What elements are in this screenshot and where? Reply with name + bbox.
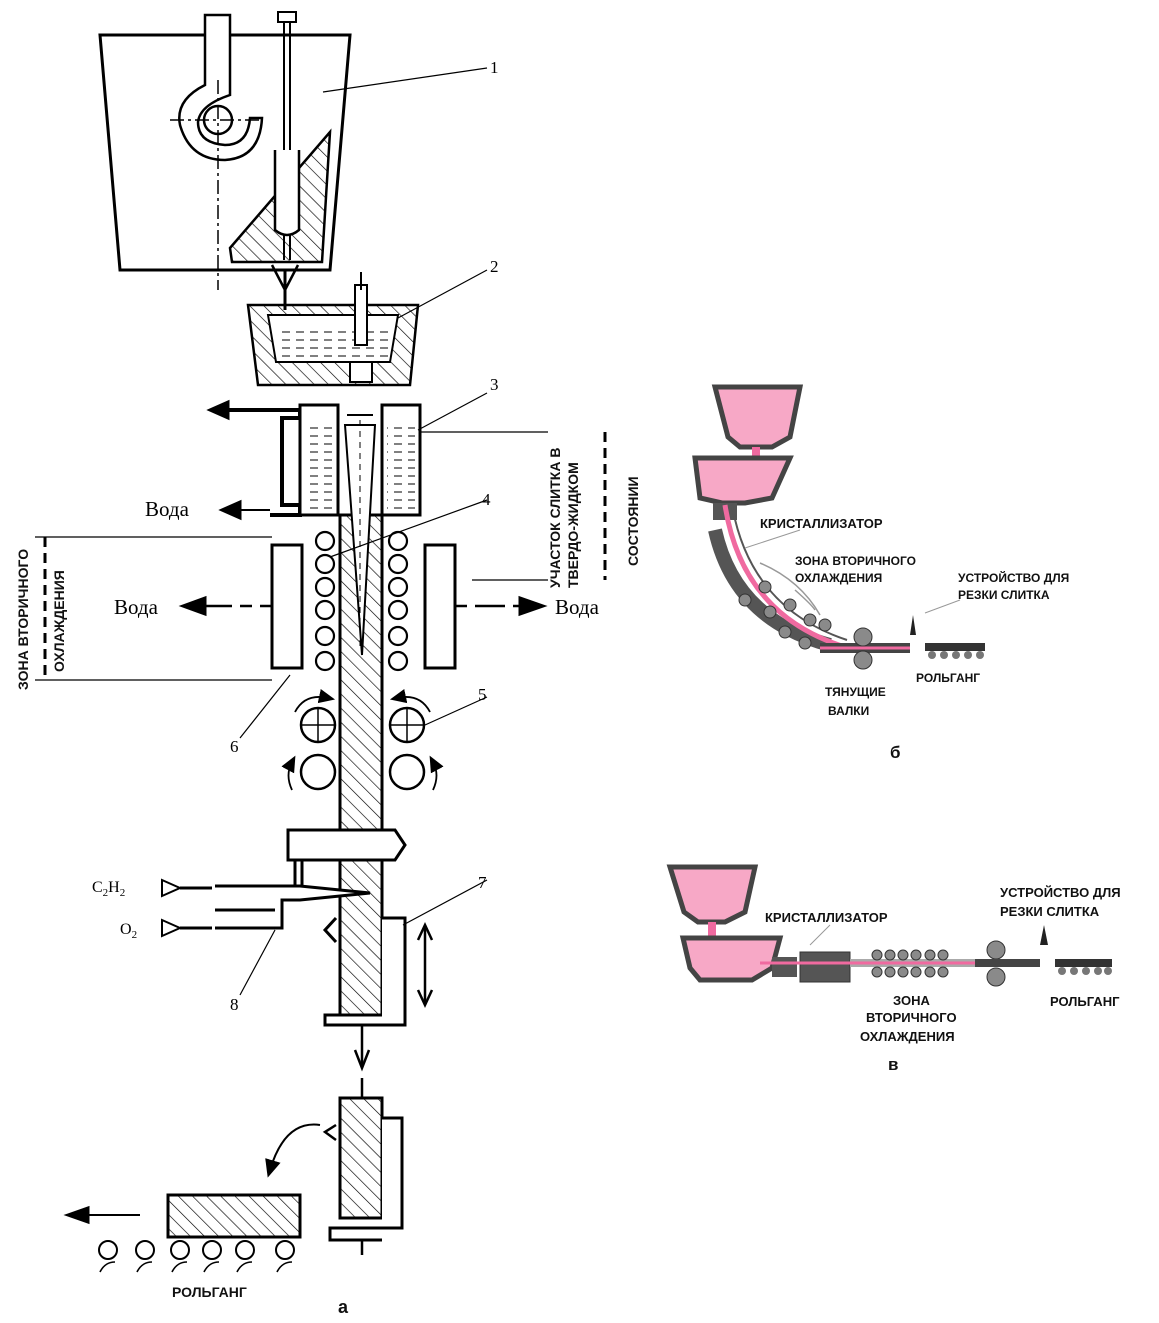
zone-c-line2: ВТОРИЧНОГО	[866, 1010, 957, 1025]
pull-rolls-line1: ТЯНУЩИЕ	[825, 685, 886, 699]
solid-liquid-vertical: УЧАСТОК СЛИТКА В ТВЕРДО-ЖИДКОМ СОСТОЯНИИ	[547, 448, 641, 588]
mold-label-c: КРИСТАЛЛИЗАТОР	[765, 910, 888, 925]
svg-text:ЗОНА ВТОРИЧНОГО: ЗОНА ВТОРИЧНОГО	[15, 549, 31, 690]
cutter-b-line2: РЕЗКИ СЛИТКА	[958, 588, 1050, 602]
label-2: 2	[490, 257, 499, 276]
zone-brackets	[35, 432, 607, 681]
svg-text:ТВЕРДО-ЖИДКОМ: ТВЕРДО-ЖИДКОМ	[565, 462, 581, 588]
zone-b-line1: ЗОНА ВТОРИЧНОГО	[795, 554, 916, 568]
diagram-b	[692, 384, 985, 670]
label-4: 4	[482, 490, 491, 509]
mold-label-b: КРИСТАЛЛИЗАТОР	[760, 516, 883, 531]
diagram-c-labels: КРИСТАЛЛИЗАТОР УСТРОЙСТВО ДЛЯ РЕЗКИ СЛИТ…	[765, 885, 1121, 1074]
cutter-c-line2: РЕЗКИ СЛИТКА	[1000, 904, 1100, 919]
cutter-b-line1: УСТРОЙСТВО ДЛЯ	[958, 570, 1069, 585]
diagram-b-labels: КРИСТАЛЛИЗАТОР ЗОНА ВТОРИЧНОГО ОХЛАЖДЕНИ…	[760, 516, 1069, 762]
acetylene-label: C2H2	[92, 879, 125, 899]
strand	[338, 414, 384, 832]
label-3: 3	[490, 375, 499, 394]
zone-c-line3: ОХЛАЖДЕНИЯ	[860, 1029, 955, 1044]
caption-c: в	[888, 1055, 898, 1074]
cutter-c-line1: УСТРОЙСТВО ДЛЯ	[1000, 885, 1121, 900]
roller-table-label-c: РОЛЬГАНГ	[1050, 994, 1120, 1009]
label-1: 1	[490, 58, 499, 77]
ladle	[98, 11, 352, 310]
pinch-rolls	[281, 689, 444, 791]
oxygen-label: O2	[120, 921, 137, 941]
diagram-c	[666, 864, 1112, 987]
tipping-cradle	[63, 1078, 404, 1273]
label-5: 5	[478, 685, 487, 704]
pull-rolls-line2: ВАЛКИ	[828, 704, 869, 718]
water-label-mold: Вода	[145, 497, 190, 521]
diagram-a	[35, 11, 607, 1273]
caption-a: а	[338, 1297, 349, 1317]
svg-text:УЧАСТОК СЛИТКА В: УЧАСТОК СЛИТКА В	[547, 448, 563, 588]
secondary-cooling	[178, 530, 548, 672]
label-7: 7	[478, 873, 487, 892]
torch-carriage	[161, 828, 434, 1072]
water-label-right: Вода	[555, 595, 600, 619]
svg-text:ОХЛАЖДЕНИЯ: ОХЛАЖДЕНИЯ	[51, 570, 67, 672]
label-8: 8	[230, 995, 239, 1014]
zone-secondary-vertical: ЗОНА ВТОРИЧНОГО ОХЛАЖДЕНИЯ	[15, 549, 67, 690]
tundish	[246, 272, 420, 387]
water-label-left: Вода	[114, 595, 159, 619]
zone-b-line2: ОХЛАЖДЕНИЯ	[795, 571, 882, 585]
caption-b: б	[890, 743, 901, 762]
label-6: 6	[230, 737, 239, 756]
svg-text:СОСТОЯНИИ: СОСТОЯНИИ	[625, 476, 641, 566]
roller-table-label-a: РОЛЬГАНГ	[172, 1284, 247, 1300]
roller-table-label-b: РОЛЬГАНГ	[916, 671, 980, 685]
zone-c-line1: ЗОНА	[893, 993, 930, 1008]
diagram-a-labels: 1 2 3 4 5 6 7 8 Вода Вода Вода C2H2 O2 З…	[15, 58, 641, 1317]
mold	[206, 399, 422, 521]
